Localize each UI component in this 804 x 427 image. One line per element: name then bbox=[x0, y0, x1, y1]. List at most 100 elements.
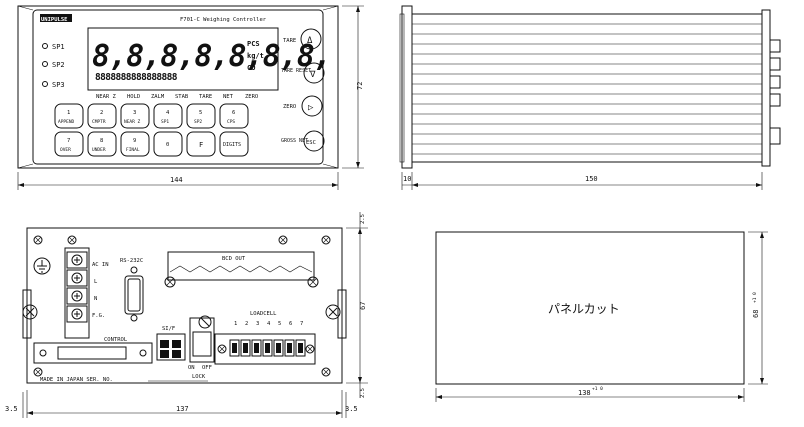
key-4-num: 4 bbox=[166, 110, 170, 116]
lock-screw-icon[interactable] bbox=[198, 315, 212, 329]
key-5-label: SP2 bbox=[194, 119, 202, 125]
status-tare: TARE bbox=[199, 94, 212, 100]
lock-on-label: ON bbox=[188, 365, 195, 371]
screw-icon bbox=[164, 276, 176, 288]
key-9[interactable] bbox=[120, 131, 150, 157]
rs232c-label: RS-232C bbox=[120, 258, 143, 264]
dim-panel-height: 68 bbox=[752, 310, 760, 318]
screw-icon bbox=[33, 235, 43, 245]
tare-reset-key[interactable] bbox=[303, 62, 325, 84]
loadcell-pin-2: 2 bbox=[245, 321, 248, 327]
key-1-num: 1 bbox=[67, 110, 70, 116]
model-text: F701-C Weighing Controller bbox=[180, 17, 267, 23]
power-label-l: L bbox=[94, 279, 98, 285]
dim-side-front: 10 bbox=[403, 175, 411, 183]
gross-net-esc-key[interactable] bbox=[303, 130, 325, 152]
key-6[interactable] bbox=[219, 103, 249, 129]
right-bracket bbox=[337, 289, 347, 339]
keypad-top-row: 1 APPEND 2 CMPTR 3 NEAR Z 4 SP1 5 SP2 6 … bbox=[54, 103, 249, 129]
dim-front-width: 144 bbox=[170, 176, 183, 184]
key-9-num: 9 bbox=[133, 138, 136, 144]
tare-key[interactable] bbox=[300, 28, 322, 50]
key-1-label: APPEND bbox=[58, 119, 75, 125]
led-sp3-icon bbox=[42, 81, 48, 87]
side-key-zero-label: ZERO bbox=[283, 104, 296, 110]
control-connector bbox=[33, 342, 153, 364]
screw-icon bbox=[278, 235, 288, 245]
loadcell-pin-5: 5 bbox=[278, 321, 281, 327]
key-2[interactable] bbox=[87, 103, 117, 129]
esc-key-icon: ESC bbox=[306, 140, 316, 146]
key-0-num: 0 bbox=[166, 142, 169, 148]
status-zalm: ZALM bbox=[151, 94, 165, 100]
sif-label: SI/F bbox=[162, 326, 175, 332]
unit-co: CO bbox=[247, 64, 255, 72]
screw-icon bbox=[305, 344, 315, 354]
key-digits[interactable] bbox=[219, 131, 249, 157]
right-mount-screw-icon bbox=[325, 304, 341, 320]
key-7-num: 7 bbox=[67, 138, 70, 144]
key-8-label: UNDER bbox=[92, 147, 106, 153]
loadcell-pin-4: 4 bbox=[267, 321, 271, 327]
key-8[interactable] bbox=[87, 131, 117, 157]
side-key-tare-reset-label: TARE RESET bbox=[281, 68, 311, 74]
key-2-num: 2 bbox=[100, 110, 103, 116]
screw-icon bbox=[33, 367, 43, 377]
dim-side-depth: 150 bbox=[585, 175, 598, 183]
side-key-tare-label: TARE bbox=[283, 38, 296, 44]
made-in-japan-text: MADE IN JAPAN SER. NO. bbox=[40, 377, 113, 383]
key-f[interactable] bbox=[186, 131, 216, 157]
led-sp3-label: SP3 bbox=[52, 81, 65, 89]
sif-connector bbox=[156, 333, 186, 361]
screw-icon bbox=[217, 344, 227, 354]
dim-rear-left: 3.5 bbox=[5, 405, 18, 413]
side-connector bbox=[769, 127, 781, 145]
led-sp2-icon bbox=[42, 61, 48, 67]
bcd-out-label: BCD OUT bbox=[222, 256, 246, 262]
status-near-z: NEAR Z bbox=[96, 94, 117, 100]
led-sp2-label: SP2 bbox=[52, 61, 65, 69]
power-label-fg: F.G. bbox=[92, 313, 105, 319]
key-5-num: 5 bbox=[199, 110, 202, 116]
key-7-label: OVER bbox=[60, 147, 71, 153]
key-2-label: CMPTR bbox=[92, 119, 106, 125]
key-0[interactable] bbox=[153, 131, 183, 157]
brand-logo bbox=[40, 14, 72, 22]
side-terminal-2 bbox=[769, 57, 781, 71]
zero-key[interactable] bbox=[301, 95, 323, 117]
key-3-label: NEAR Z bbox=[124, 119, 141, 125]
dim-panel-width-tol: +1 0 bbox=[592, 386, 603, 392]
key-5[interactable] bbox=[186, 103, 216, 129]
panel-cut-outline bbox=[435, 231, 745, 385]
sub-digits: 8888888888888888 bbox=[95, 72, 178, 83]
key-f-num: F bbox=[199, 141, 203, 149]
key-digits-label: DIGITS bbox=[223, 142, 241, 148]
key-1[interactable] bbox=[54, 103, 84, 129]
key-3[interactable] bbox=[120, 103, 150, 129]
key-6-label: CPS bbox=[227, 119, 235, 125]
lock-switch[interactable] bbox=[189, 317, 215, 363]
key-6-num: 6 bbox=[232, 110, 235, 116]
side-terminal-3 bbox=[769, 75, 781, 89]
dim-rear-top-small: 2.5 bbox=[360, 214, 366, 224]
screw-icon bbox=[321, 235, 331, 245]
key-4-label: SP1 bbox=[161, 119, 169, 125]
dim-front-height: 72 bbox=[356, 82, 364, 90]
lock-off-label: OFF bbox=[202, 365, 212, 371]
status-hold: HOLD bbox=[127, 94, 140, 100]
key-8-num: 8 bbox=[100, 138, 103, 144]
unit-kg: kg/t bbox=[247, 52, 264, 60]
key-4[interactable] bbox=[153, 103, 183, 129]
rear-view: AC IN L N F.G. RS-232C BCD OUT SI/F ON bbox=[5, 212, 368, 418]
tare-key-icon: Δ bbox=[307, 36, 313, 46]
status-zero: ZERO bbox=[245, 94, 258, 100]
rs232c-connector bbox=[124, 275, 144, 315]
brand-text: UNIPULSE bbox=[41, 17, 68, 23]
power-terminal-block bbox=[64, 247, 90, 339]
led-sp1-label: SP1 bbox=[52, 43, 65, 51]
zero-key-icon: ▷ bbox=[308, 103, 314, 113]
side-terminal-4 bbox=[769, 93, 781, 107]
keypad-bottom-row: 7 OVER 8 UNDER 9 FINAL 0 F DIGITS bbox=[54, 131, 249, 157]
key-7[interactable] bbox=[54, 131, 84, 157]
unit-pcs: PCS bbox=[247, 40, 260, 48]
